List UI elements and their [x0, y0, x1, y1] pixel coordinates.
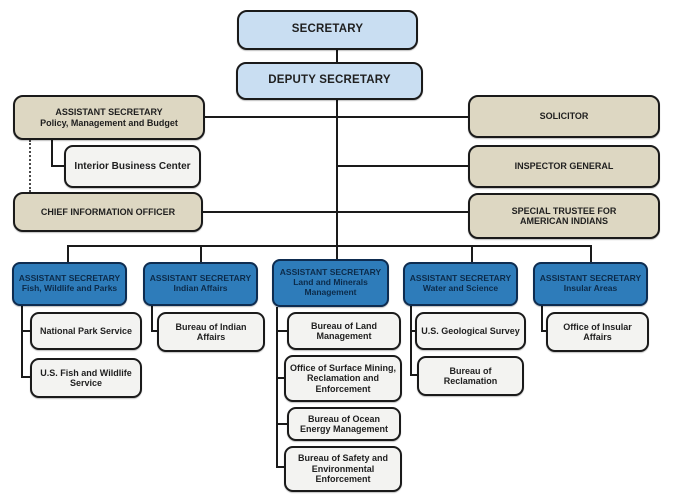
- node-special-trustee-label: SPECIAL TRUSTEE FOR AMERICAN INDIANS: [511, 205, 617, 226]
- node-interior-business-center-label: Interior Business Center: [74, 160, 191, 172]
- node-assistant-secretary-pmb: ASSISTANT SECRETARY Policy, Management a…: [13, 95, 205, 140]
- division-title: ASSISTANT SECRETARY: [18, 273, 121, 284]
- division-subtitle: Water and Science: [422, 283, 499, 293]
- connector-line: [21, 330, 30, 332]
- connector-line: [541, 306, 543, 332]
- connector-line: [21, 376, 30, 378]
- node-inspector-general-label: INSPECTOR GENERAL: [514, 161, 614, 172]
- division-subtitle: Fish, Wildlife and Parks: [21, 283, 118, 293]
- bureau-label: Bureau of Indian Affairs: [175, 321, 247, 342]
- connector-line: [51, 140, 53, 167]
- node-bureau-of-indian-affairs: Bureau of Indian Affairs: [157, 312, 265, 352]
- node-solicitor-label: SOLICITOR: [539, 111, 589, 122]
- node-us-geological-survey: U.S. Geological Survey: [415, 312, 526, 350]
- connector-line: [410, 374, 417, 376]
- bureau-label: Office of Surface Mining, Reclamation an…: [290, 362, 397, 394]
- node-inspector-general: INSPECTOR GENERAL: [468, 145, 660, 188]
- division-title: ASSISTANT SECRETARY: [539, 273, 642, 284]
- node-assistant-secretary-fish-wildlife-parks: ASSISTANT SECRETARY Fish, Wildlife and P…: [12, 262, 127, 306]
- node-assistant-secretary-indian-affairs: ASSISTANT SECRETARY Indian Affairs: [143, 262, 258, 306]
- connector-line: [471, 245, 473, 262]
- node-chief-information-officer-label: CHIEF INFORMATION OFFICER: [40, 206, 176, 217]
- connector-line: [51, 165, 64, 167]
- bureau-label: U.S. Fish and Wildlife Service: [40, 367, 132, 388]
- connector-line: [21, 306, 23, 378]
- node-assistant-secretary-pmb-subtitle: Policy, Management and Budget: [40, 117, 178, 128]
- dotted-connector-line: [29, 140, 31, 192]
- node-assistant-secretary-land-minerals: ASSISTANT SECRETARY Land and Minerals Ma…: [272, 259, 389, 307]
- connector-line: [590, 245, 592, 262]
- node-bureau-of-safety-environmental-enforcement: Bureau of Safety and Environmental Enfor…: [284, 446, 402, 492]
- node-us-fish-wildlife-service: U.S. Fish and Wildlife Service: [30, 358, 142, 398]
- connector-line: [151, 306, 153, 332]
- node-office-of-surface-mining: Office of Surface Mining, Reclamation an…: [284, 355, 402, 402]
- node-secretary-label: SECRETARY: [291, 23, 364, 36]
- connector-line: [276, 330, 287, 332]
- division-subtitle: Indian Affairs: [173, 283, 228, 293]
- node-chief-information-officer: CHIEF INFORMATION OFFICER: [13, 192, 203, 232]
- bureau-label: U.S. Geological Survey: [421, 325, 520, 336]
- division-title: ASSISTANT SECRETARY: [149, 273, 252, 284]
- connector-line: [276, 307, 278, 468]
- node-special-trustee: SPECIAL TRUSTEE FOR AMERICAN INDIANS: [468, 193, 660, 239]
- node-assistant-secretary-water-science: ASSISTANT SECRETARY Water and Science: [403, 262, 518, 306]
- connector-line: [67, 245, 592, 247]
- connector-line: [410, 306, 412, 376]
- node-secretary: SECRETARY: [237, 10, 418, 50]
- connector-line: [336, 245, 338, 262]
- node-national-park-service: National Park Service: [30, 312, 142, 350]
- bureau-label: Bureau of Land Management: [310, 320, 377, 341]
- division-title: ASSISTANT SECRETARY: [279, 267, 382, 278]
- division-subtitle: Land and Minerals Management: [293, 277, 368, 297]
- bureau-label: Bureau of Safety and Environmental Enfor…: [297, 453, 389, 485]
- node-office-of-insular-affairs: Office of Insular Affairs: [546, 312, 649, 352]
- node-assistant-secretary-insular-areas: ASSISTANT SECRETARY Insular Areas: [533, 262, 648, 306]
- connector-line: [200, 245, 202, 262]
- node-bureau-of-ocean-energy-management: Bureau of Ocean Energy Management: [287, 407, 401, 441]
- node-interior-business-center: Interior Business Center: [64, 145, 201, 188]
- connector-line: [541, 330, 546, 332]
- bureau-label: Bureau of Reclamation: [443, 365, 498, 386]
- connector-line: [336, 50, 338, 62]
- division-title: ASSISTANT SECRETARY: [409, 273, 512, 284]
- bureau-label: National Park Service: [39, 325, 133, 336]
- bureau-label: Office of Insular Affairs: [563, 321, 632, 342]
- connector-line: [67, 245, 69, 262]
- node-deputy-secretary-label: DEPUTY SECRETARY: [268, 74, 391, 87]
- node-bureau-of-reclamation: Bureau of Reclamation: [417, 356, 524, 396]
- connector-line: [276, 377, 284, 379]
- connector-line: [205, 116, 468, 118]
- node-solicitor: SOLICITOR: [468, 95, 660, 138]
- division-subtitle: Insular Areas: [563, 283, 618, 293]
- connector-line: [276, 466, 284, 468]
- connector-line: [203, 211, 468, 213]
- connector-line: [410, 330, 415, 332]
- node-bureau-of-land-management: Bureau of Land Management: [287, 312, 401, 350]
- node-deputy-secretary: DEPUTY SECRETARY: [236, 62, 423, 100]
- connector-line: [336, 100, 338, 247]
- node-assistant-secretary-pmb-title: ASSISTANT SECRETARY: [55, 107, 163, 118]
- connector-line: [151, 330, 157, 332]
- connector-line: [276, 423, 287, 425]
- connector-line: [338, 165, 468, 167]
- bureau-label: Bureau of Ocean Energy Management: [299, 413, 389, 434]
